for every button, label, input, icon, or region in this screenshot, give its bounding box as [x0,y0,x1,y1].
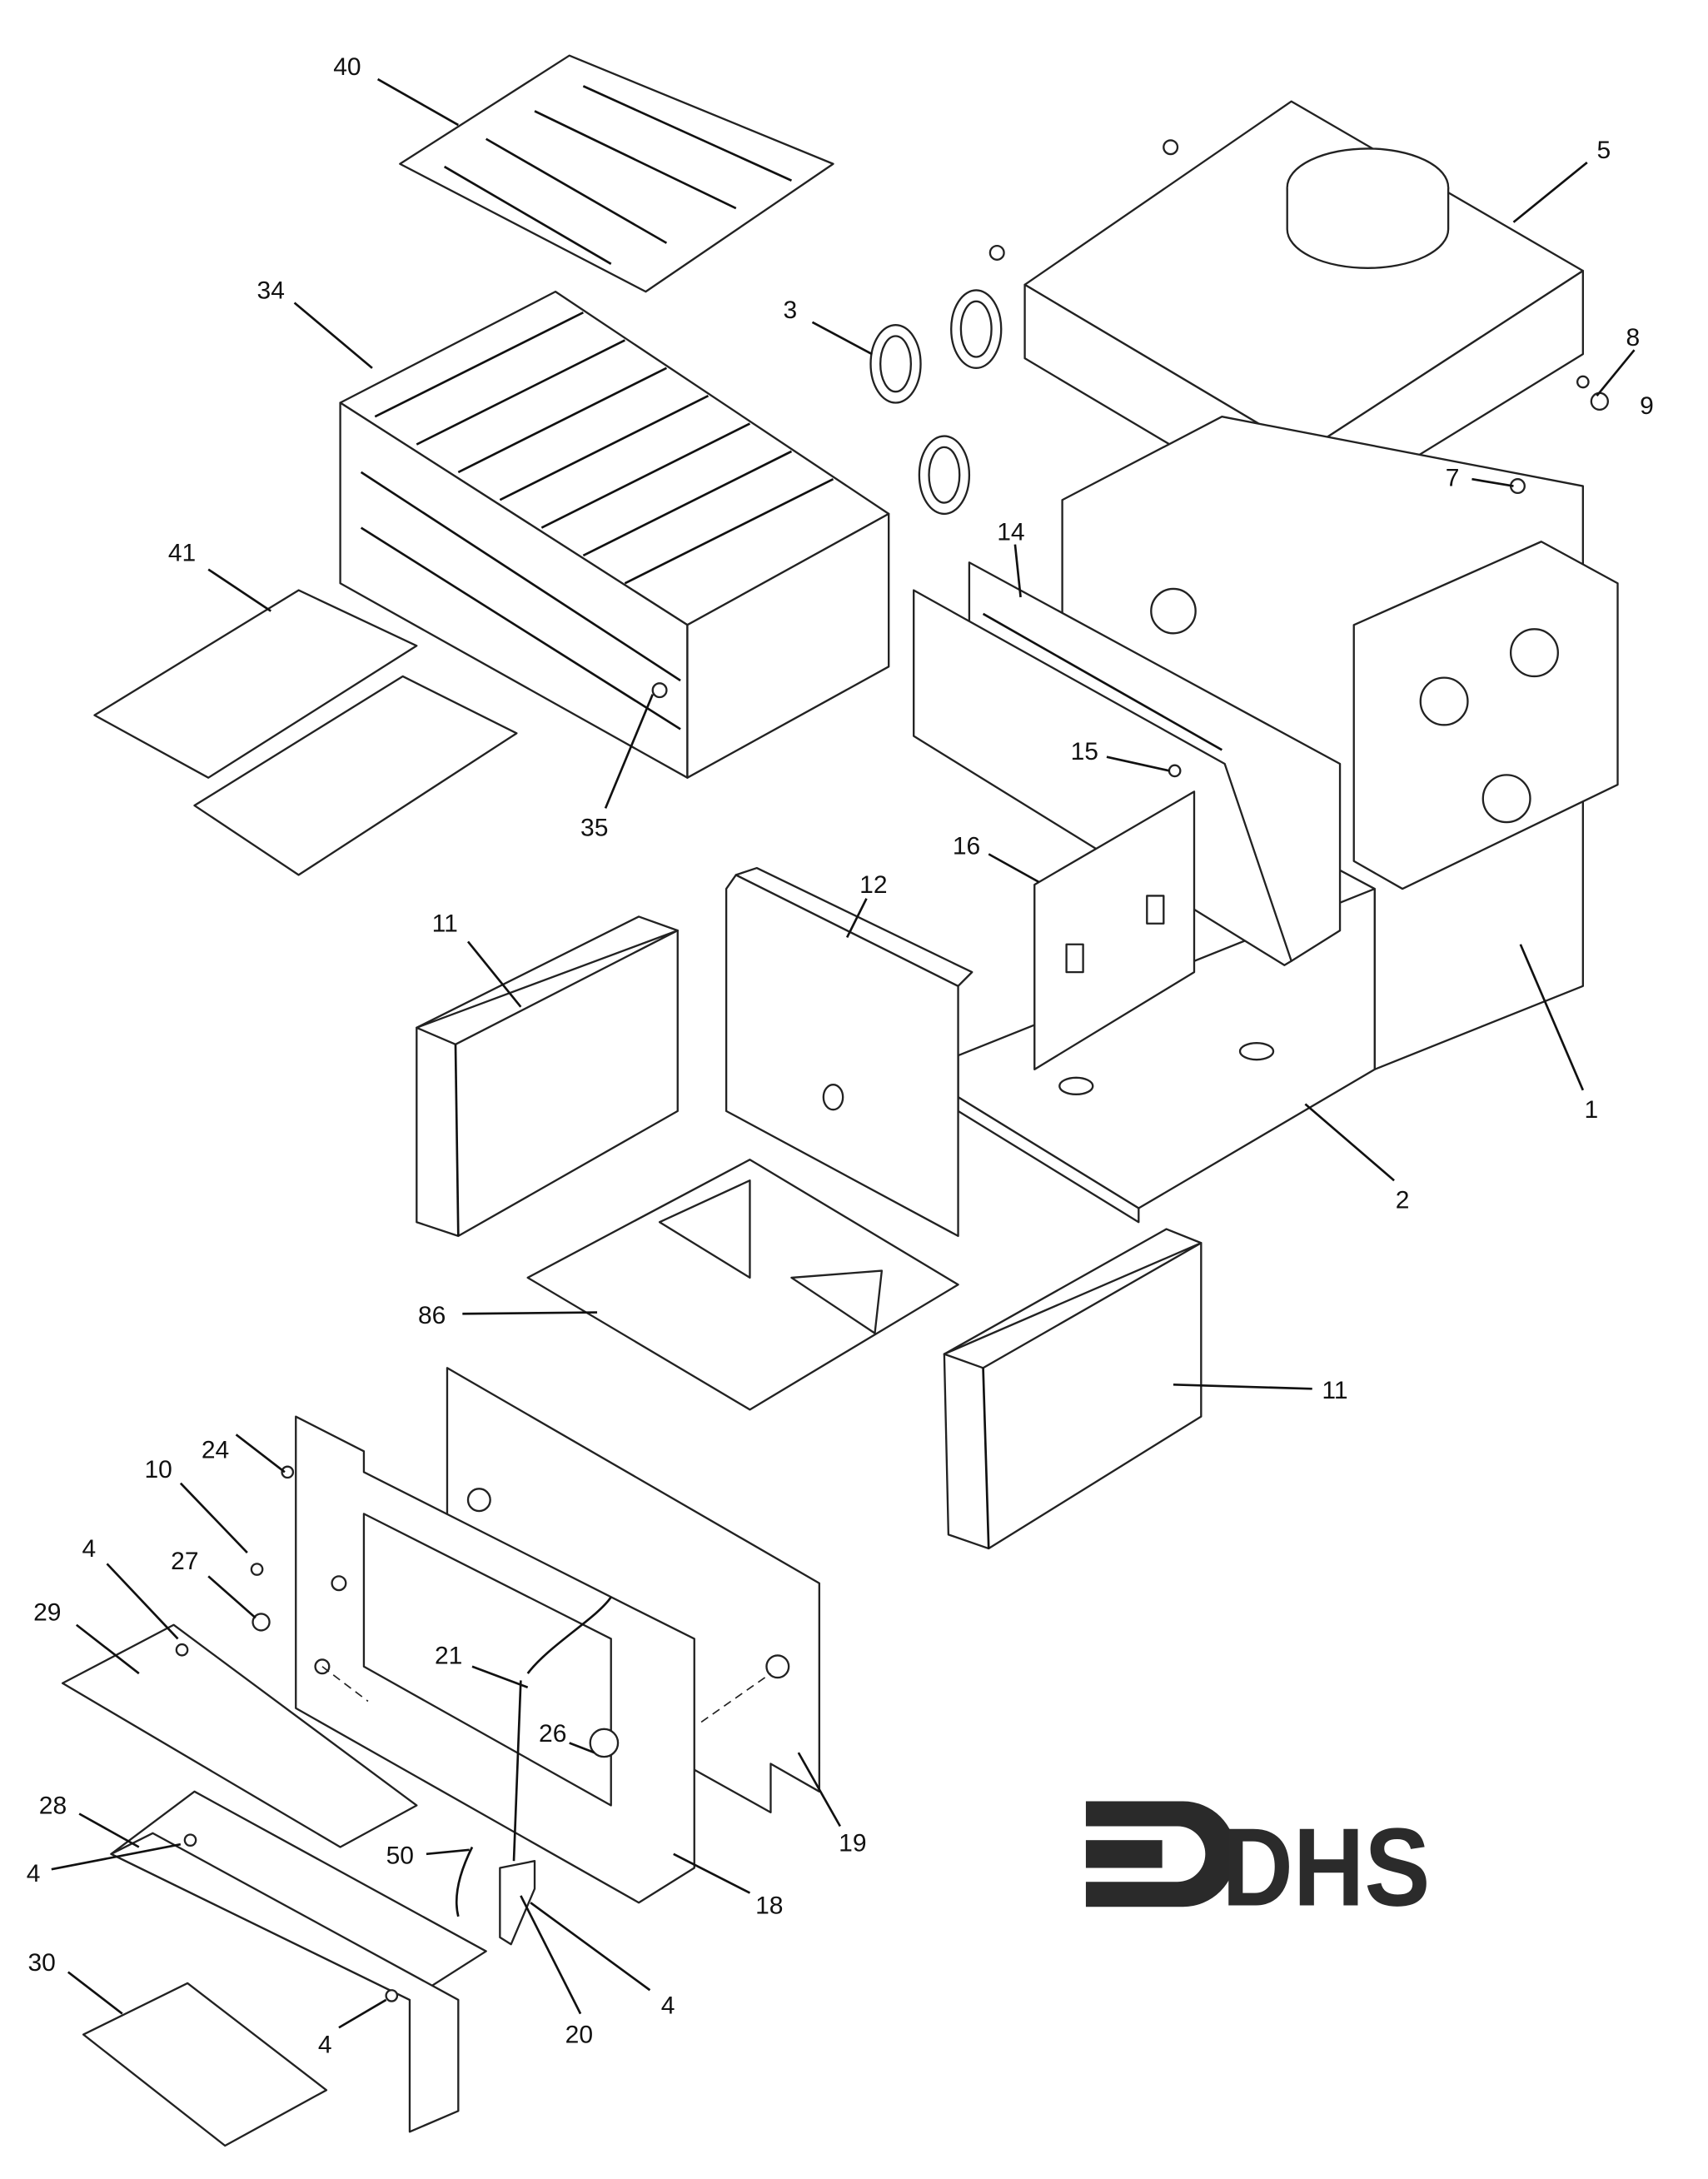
part-16-baffle [1033,790,1196,1070]
part-14-panel [913,561,1342,966]
part-18-front-plate [295,1415,695,1904]
part-34-heat-exchanger [339,290,890,779]
callout-5: 5 [1597,137,1611,164]
callout-2: 2 [1396,1187,1410,1214]
part-41-trays [93,589,518,876]
callout-3: 3 [783,297,797,324]
part-3-gaskets [869,289,1003,516]
part-86-burner-tray [526,1159,959,1411]
callout-29: 29 [33,1599,61,1627]
callout-35: 35 [580,815,608,842]
part-1-jacket [1061,416,1619,1070]
part-11-side-block-left [416,915,679,1238]
part-28-bracket [110,1790,487,2133]
part-40-burner-cover [399,54,834,293]
callout-4-c: 4 [661,1992,675,2020]
callout-10: 10 [145,1456,172,1483]
callout-4-d: 4 [318,2031,332,2058]
callout-19: 19 [839,1830,866,1857]
part-21-pilot-tube [512,1596,612,1862]
callout-11-right: 11 [1322,1377,1347,1404]
leader-lines [51,77,1636,2029]
part-12-refractory [725,866,974,1238]
callout-26: 26 [539,1720,566,1748]
part-30-plate [82,1982,328,2147]
callout-24: 24 [202,1437,229,1464]
dhs-logo: DHS [1085,1801,1430,1930]
part-2-base [957,887,1376,1224]
callout-12: 12 [859,871,887,899]
part-11-side-block-right [943,1228,1203,1550]
callout-18: 18 [755,1892,783,1920]
callout-50: 50 [386,1842,414,1870]
callout-8: 8 [1626,324,1641,352]
callout-15: 15 [1071,738,1098,765]
callout-30: 30 [27,1949,55,1977]
part-26-sight-glass [589,1728,620,1758]
callout-41: 41 [168,540,196,567]
callout-27: 27 [171,1548,198,1575]
callout-1: 1 [1585,1096,1599,1124]
callout-40: 40 [333,53,361,81]
callout-28: 28 [39,1792,67,1819]
part-20-pilot-bracket [499,1860,536,1946]
callout-4-b: 4 [27,1860,41,1887]
callout-11-left: 11 [432,910,458,938]
fasteners [175,478,1526,2002]
callout-14: 14 [997,519,1024,546]
callout-20: 20 [565,2022,593,2049]
callout-7: 7 [1446,465,1460,492]
callout-16: 16 [953,832,980,860]
part-50-wire [455,1846,474,1917]
callout-4-a: 4 [82,1535,96,1563]
callout-86: 86 [418,1302,446,1329]
callout-34: 34 [257,277,285,304]
callout-21: 21 [435,1642,462,1669]
logo-text: DHS [1222,1806,1430,1930]
part-29-gasket [61,1623,418,1848]
callout-9: 9 [1640,392,1654,420]
